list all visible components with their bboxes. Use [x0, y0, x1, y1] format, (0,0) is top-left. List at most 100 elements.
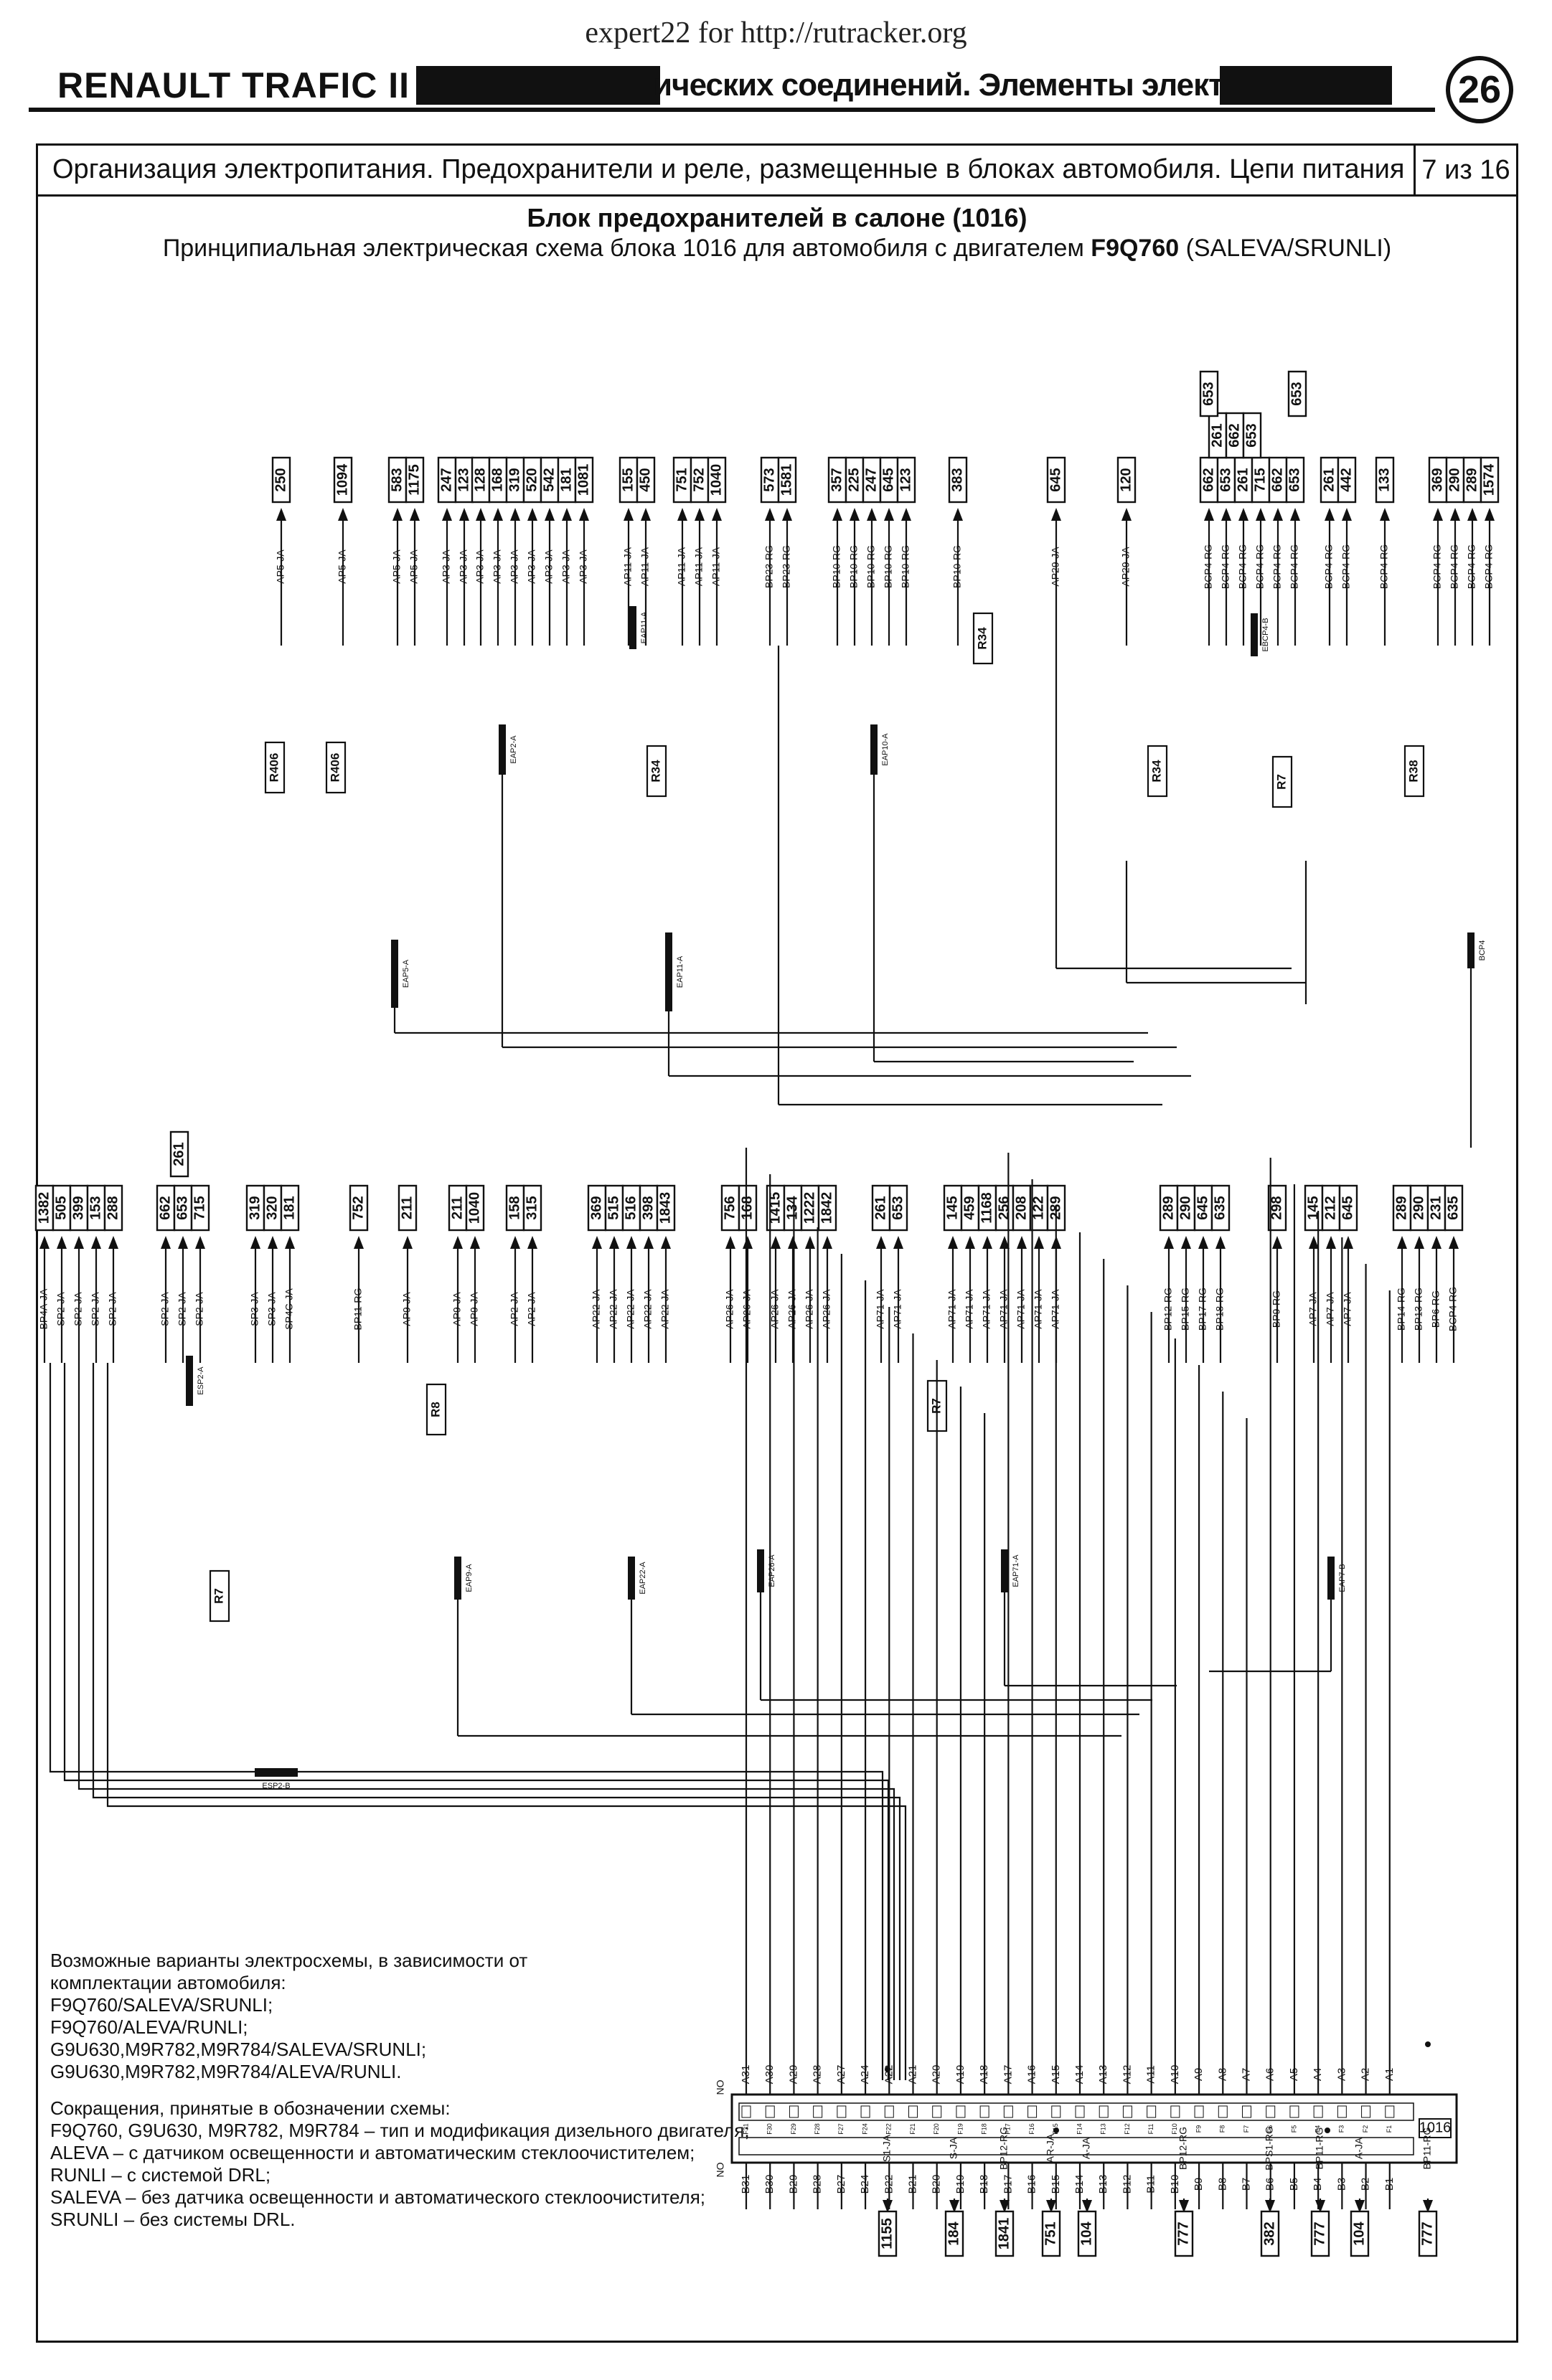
- connector-bar: [870, 724, 878, 775]
- fuse-label: F4: [1315, 2125, 1322, 2133]
- destination-code: 1175: [406, 464, 422, 495]
- wire-label: S-JA: [948, 2137, 959, 2159]
- destination-code-box: [994, 1184, 1015, 1232]
- destination-code-box: [522, 1184, 542, 1232]
- arrow-head: [410, 508, 420, 521]
- arrow-head: [354, 1236, 364, 1249]
- fuse: [1122, 2105, 1132, 2118]
- destination-code: 158: [507, 1196, 522, 1219]
- fuse-label: F5: [1290, 2125, 1297, 2133]
- wire-label: AP5-JA: [337, 549, 348, 584]
- destination-code-box: [879, 456, 899, 504]
- connector-bar: [757, 1549, 764, 1592]
- connector-bar: [628, 1557, 635, 1600]
- destination-code: 247: [438, 468, 454, 491]
- destination-code: 104: [1078, 2221, 1094, 2245]
- fuse: [1242, 2105, 1251, 2118]
- fuse: [860, 2105, 870, 2118]
- fuse: [1385, 2105, 1395, 2118]
- variant-item: G9U630,M9R782,M9R784/SALEVA/SRUNLI;: [50, 2039, 427, 2060]
- destination-code: 645: [880, 468, 896, 491]
- wire-label: AP26-JA: [724, 1289, 735, 1329]
- arrow-head: [459, 508, 469, 521]
- sheet-counter: 7 из 16: [1414, 146, 1516, 194]
- arrow-head: [1046, 2200, 1056, 2213]
- arrow-head: [788, 1236, 798, 1249]
- fuse: [813, 2105, 823, 2118]
- destination-code: 662: [1200, 468, 1216, 491]
- arrow-head: [1204, 508, 1214, 521]
- destination-code: 645: [1195, 1196, 1210, 1219]
- junction-dot: [885, 2067, 890, 2072]
- destination-code: 383: [949, 468, 965, 491]
- engine-code: F9Q760: [1091, 235, 1180, 262]
- connector-label: EAP26-A: [768, 1554, 776, 1587]
- wire-label: AP71-JA: [964, 1289, 975, 1329]
- fuse-label: F21: [909, 2123, 916, 2135]
- arrow-head: [832, 508, 842, 521]
- destination-code-box: [1321, 1184, 1341, 1232]
- relay-label: R38: [1406, 760, 1420, 782]
- arrow-head: [579, 508, 589, 521]
- destination-code-box: [173, 1184, 193, 1232]
- brand-title: RENAULT TRAFIC II: [57, 65, 410, 105]
- wire-label: BCP4-RG: [1449, 544, 1460, 589]
- destination-code: 751: [1043, 2221, 1058, 2245]
- destination-code: 120: [1118, 468, 1134, 491]
- arrow-head: [1315, 2200, 1325, 2213]
- destination-code: 1081: [575, 464, 591, 496]
- fuse-label: F9: [1195, 2125, 1202, 2133]
- destination-code: 662: [1226, 423, 1242, 447]
- destination-code: 1843: [657, 1192, 673, 1224]
- wire-label: SP2-JA: [107, 1292, 118, 1326]
- wire-label: BP10-RG: [831, 545, 842, 588]
- destination-code: 261: [1209, 423, 1225, 447]
- destination-code-box: [690, 456, 710, 504]
- fuse: [932, 2105, 942, 2118]
- abbr-item: SALEVA – без датчика освещенности и авто…: [50, 2186, 706, 2208]
- wire-label: AP7-JA: [1325, 1292, 1336, 1326]
- fuse-label: F27: [837, 2123, 845, 2135]
- fuse-row: [738, 2137, 1414, 2155]
- destination-code: 153: [88, 1196, 103, 1219]
- fuse-label: F17: [1005, 2123, 1012, 2135]
- destination-code-box: [636, 456, 656, 504]
- fuse-row: [738, 2102, 1414, 2121]
- destination-code: 122: [1030, 1196, 1046, 1219]
- destination-code-box: [1174, 2210, 1194, 2257]
- destination-code: 1581: [779, 464, 794, 496]
- arrow-head: [765, 508, 775, 521]
- destination-code-box: [1480, 456, 1500, 504]
- destination-code: 145: [944, 1196, 960, 1219]
- wire-label: AP11-JA: [676, 547, 687, 586]
- destination-code: 1841: [996, 2218, 1012, 2250]
- destination-code-box: [1445, 456, 1465, 504]
- arrow-head: [1256, 508, 1266, 521]
- destination-code-box: [1216, 456, 1236, 504]
- wire-label: AP9-JA: [401, 1292, 413, 1326]
- destination-code-box: [263, 1184, 283, 1232]
- fuse: [1051, 2105, 1061, 2118]
- destination-code-box: [190, 1184, 210, 1232]
- fuse-label: F22: [885, 2123, 893, 2135]
- destination-code: 645: [1340, 1196, 1355, 1219]
- destination-code: 450: [637, 468, 653, 491]
- arrow-head: [884, 508, 894, 521]
- wire-label: BCP4-RG: [1431, 544, 1443, 589]
- destination-code: 225: [846, 468, 862, 491]
- fuse: [1027, 2105, 1038, 2118]
- destination-code: 168: [739, 1196, 755, 1219]
- arrow-head: [1325, 508, 1335, 521]
- subtitle-suffix: (SALEVA/SRUNLI): [1179, 235, 1392, 262]
- arrow-head: [1449, 1236, 1459, 1249]
- wire-label: AP5-JA: [275, 549, 286, 584]
- variant-item: G9U630,M9R782,M9R784/ALEVA/RUNLI.: [50, 2061, 402, 2082]
- destination-code-box: [1199, 370, 1219, 417]
- arrow-head: [1380, 508, 1390, 521]
- relay-label: R34: [1149, 760, 1163, 783]
- arrow-head: [470, 1236, 480, 1249]
- abbr-item: RUNLI – с системой DRL;: [50, 2164, 271, 2186]
- variant-item: F9Q760/ALEVA/RUNLI;: [50, 2016, 248, 2038]
- connector-bar: [1001, 1549, 1008, 1592]
- wire-label: SP3-JA: [249, 1292, 260, 1326]
